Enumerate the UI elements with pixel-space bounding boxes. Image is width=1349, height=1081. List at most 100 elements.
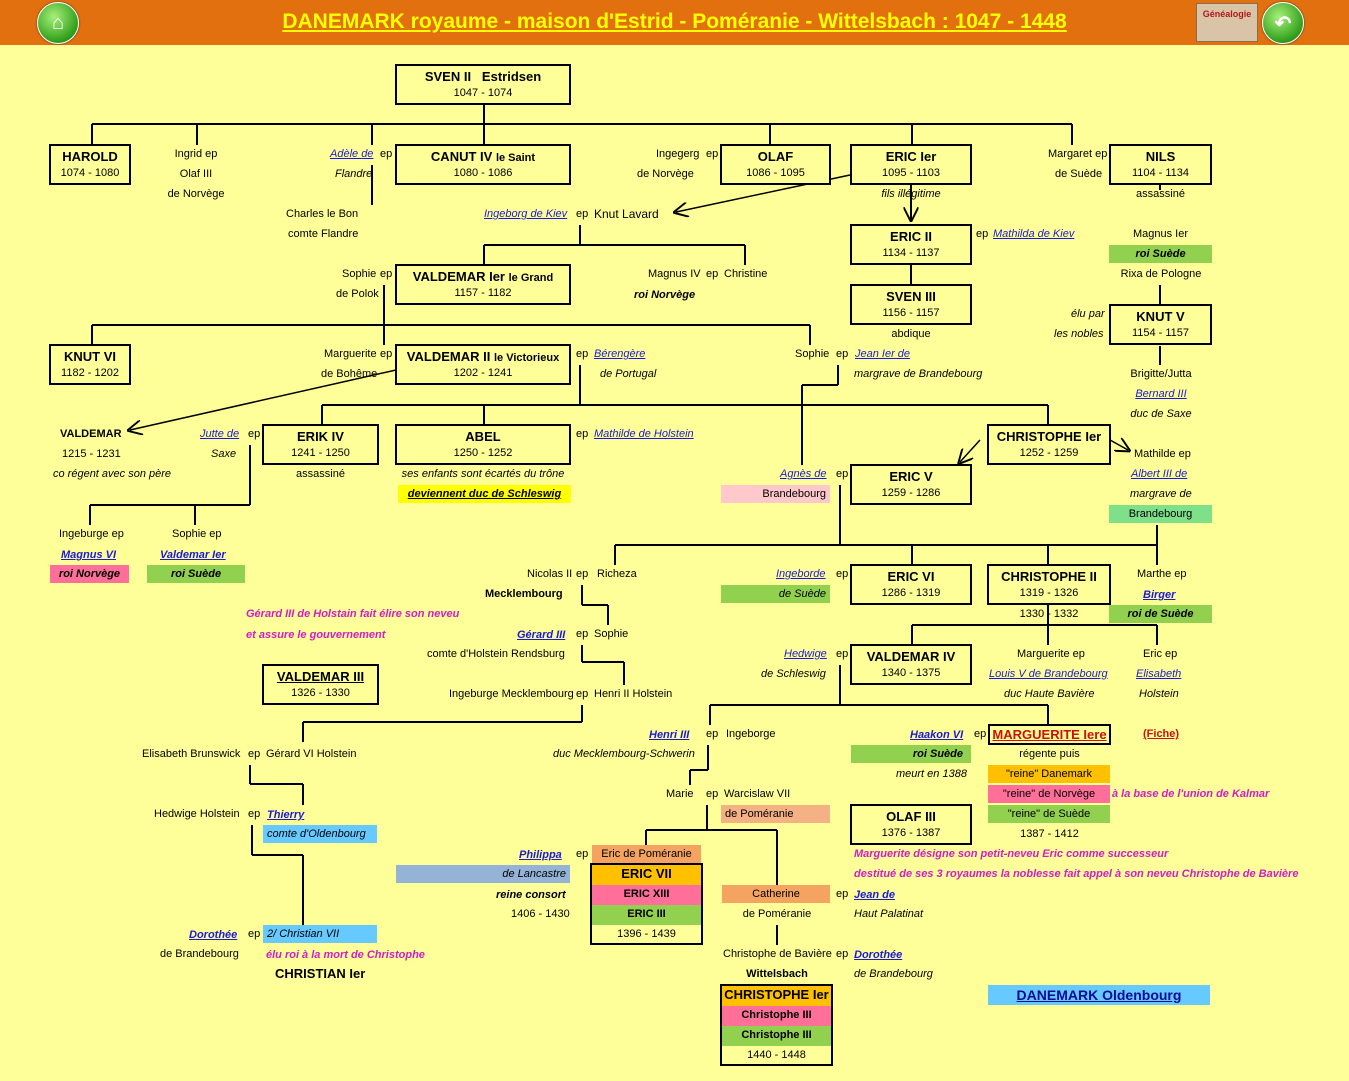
link-thierry[interactable]: Thierry (267, 809, 305, 821)
home-icon[interactable]: ⌂ (37, 2, 79, 44)
link-gerard-iii[interactable]: Gérard III (517, 629, 566, 641)
box-christophe-iii[interactable]: CHRISTOPHE Ier Christophe III Christophe… (720, 984, 833, 1066)
label-hedwige-holstein: Hedwige Holstein (154, 808, 240, 820)
box-eric-i[interactable]: ERIC Ier 1095 - 1103 (850, 144, 972, 185)
badge-de-pomeranie: de Poméranie (721, 805, 830, 823)
link-elisabeth[interactable]: Elisabeth (1136, 668, 1182, 680)
label-marie: Marie (666, 788, 694, 800)
link-bernard-iii[interactable]: Bernard III (1135, 388, 1187, 400)
box-eric-ii[interactable]: ERIC II 1134 - 1137 (850, 224, 972, 265)
box-dates: 1252 - 1259 (1019, 447, 1079, 459)
label-eric-ep: Eric ep (1143, 648, 1178, 660)
link-fiche[interactable]: (Fiche) (1143, 728, 1180, 740)
box-name: OLAF (757, 149, 794, 164)
label-assassine: assassiné (1136, 188, 1185, 200)
label-de-brandebourg: de Brandebourg (160, 948, 239, 960)
box-valdemar-iii[interactable]: VALDEMAR III 1326 - 1330 (262, 664, 379, 705)
label-roi-norvege: roi Norvège (634, 289, 696, 301)
box-dates: 1319 - 1326 (1019, 587, 1079, 599)
label-holstein: Holstein (1139, 688, 1179, 700)
box-name: HAROLD (62, 149, 118, 164)
label-ep: ep (836, 568, 849, 580)
link-berengere[interactable]: Bérengère (594, 348, 646, 360)
box-suffix: le Grand (508, 272, 554, 284)
box-name: ERIK IV (297, 429, 344, 444)
label-sophie: Sophie (594, 628, 629, 640)
box-eric-vii[interactable]: ERIC VII ERIC XIII ERIC III 1396 - 1439 (590, 863, 703, 945)
badge-catherine: Catherine (722, 885, 830, 903)
link-dorothee[interactable]: Dorothée (189, 929, 238, 941)
box-nils[interactable]: NILS 1104 - 1134 (1109, 144, 1212, 185)
box-sven-ii[interactable]: SVEN II Estridsen 1047 - 1074 (395, 64, 571, 105)
badge-comte-oldenbourg: comte d'Oldenbourg (263, 825, 377, 843)
box-suffix: le Victorieux (493, 352, 560, 364)
label-marguerite-dates: 1387 - 1412 (1020, 828, 1079, 840)
note-gerard-1: Gérard III de Holstain fait élire son ne… (246, 608, 460, 620)
link-ingeborg-de-kiev[interactable]: Ingeborg de Kiev (484, 208, 568, 220)
link-louis-v[interactable]: Louis V de Brandebourg (989, 668, 1108, 680)
label-margrave-de: margrave de (1130, 488, 1192, 500)
box-olaf[interactable]: OLAF 1086 - 1095 (720, 144, 831, 185)
link-valdemar-i[interactable]: Valdemar Ier (160, 549, 226, 561)
box-abel[interactable]: ABEL 1250 - 1252 (395, 424, 571, 465)
badge-roi-norvege: roi Norvège (50, 565, 129, 583)
label-de-norvege: de Norvège (167, 188, 225, 200)
label-ep: ep (836, 648, 849, 660)
box-dates: 1104 - 1134 (1131, 167, 1190, 179)
link-agnes-de[interactable]: Agnès de (780, 468, 827, 480)
link-dorothee[interactable]: Dorothée (854, 949, 903, 961)
box-christophe-i[interactable]: CHRISTOPHE Ier 1252 - 1259 (987, 424, 1111, 465)
badge-reine-norvege: "reine" de Norvège (988, 785, 1110, 803)
box-christophe-ii[interactable]: CHRISTOPHE II 1319 - 1326 (987, 564, 1111, 605)
genealogie-badge[interactable]: Généalogie (1196, 3, 1258, 42)
box-knut-vi[interactable]: KNUT VI 1182 - 1202 (49, 344, 131, 385)
label-ep: ep (836, 888, 849, 900)
label-sophie: Sophie (342, 268, 377, 280)
box-valdemar-iv[interactable]: VALDEMAR IV 1340 - 1375 (850, 644, 972, 685)
label-valdemar-jeune-dates: 1215 - 1231 (62, 448, 121, 460)
link-hedwige[interactable]: Hedwige (784, 648, 827, 660)
badge-brandebourg: Brandebourg (1109, 505, 1212, 523)
back-arrow-icon[interactable]: ↶ (1262, 2, 1304, 44)
box-harold[interactable]: HAROLD 1074 - 1080 (49, 144, 131, 185)
label-olaf-iii: Olaf III (179, 168, 213, 180)
box-valdemar-ii[interactable]: VALDEMAR II le Victorieux 1202 - 1241 (395, 344, 571, 385)
box-olaf-iii[interactable]: OLAF III 1376 - 1387 (850, 804, 972, 845)
link-mathilda-de-kiev[interactable]: Mathilda de Kiev (993, 228, 1075, 240)
box-eric-v[interactable]: ERIC V 1259 - 1286 (850, 464, 972, 505)
link-ingeborde[interactable]: Ingeborde (776, 568, 826, 580)
link-philippa[interactable]: Philippa (519, 849, 562, 861)
box-dates: 1095 - 1103 (882, 167, 940, 179)
link-danemark-oldenbourg[interactable]: DANEMARK Oldenbourg (988, 985, 1210, 1005)
box-marguerite-i[interactable]: MARGUERITE Iere (988, 724, 1111, 745)
box-dates: 1250 - 1252 (453, 447, 513, 459)
box-dates: 1080 - 1086 (453, 167, 513, 179)
box-canut-iv[interactable]: CANUT IV le Saint 1080 - 1086 (395, 144, 571, 185)
badge-de-suede: de Suède (721, 585, 830, 603)
link-mathilde-de-holstein[interactable]: Mathilde de Holstein (594, 428, 694, 440)
box-knut-v[interactable]: KNUT V 1154 - 1157 (1109, 304, 1212, 345)
link-jean-de[interactable]: Jean de (854, 889, 895, 901)
link-haakon-vi[interactable]: Haakon VI (910, 729, 964, 741)
label-les-nobles: les nobles (1054, 328, 1104, 340)
label-gerard-vi: Gérard VI Holstein (266, 748, 357, 760)
link-jean-i[interactable]: Jean Ier de (855, 348, 911, 360)
badge-christian-vii: 2/ Christian VII (263, 925, 377, 943)
label-de-boheme: de Bohême (321, 368, 378, 380)
box-sven-iii[interactable]: SVEN III 1156 - 1157 (850, 284, 972, 325)
box-valdemar-i[interactable]: VALDEMAR Ier le Grand 1157 - 1182 (395, 264, 571, 305)
box-eric-vi[interactable]: ERIC VI 1286 - 1319 (850, 564, 972, 605)
badge-roi-de-suede: roi de Suède (1109, 605, 1212, 623)
link-albert-iii[interactable]: Albert III de (1131, 468, 1188, 480)
box-name: CHRISTOPHE II (1001, 569, 1097, 584)
link-birger[interactable]: Birger (1143, 589, 1176, 601)
box-name: KNUT V (1136, 309, 1185, 324)
label-christophe-de-baviere: Christophe de Bavière (723, 948, 832, 960)
link-jutte-de[interactable]: Jutte de (200, 428, 240, 440)
label-ingeburge-mecklembourg: Ingeburge Mecklembourg (449, 688, 574, 700)
link-henri-iii[interactable]: Henri III (649, 729, 690, 741)
link-adele[interactable]: Adèle de (330, 148, 374, 160)
box-name: ERIC VI (887, 569, 935, 584)
link-magnus-vi[interactable]: Magnus VI (61, 549, 117, 561)
box-erik-iv[interactable]: ERIK IV 1241 - 1250 (262, 424, 379, 465)
